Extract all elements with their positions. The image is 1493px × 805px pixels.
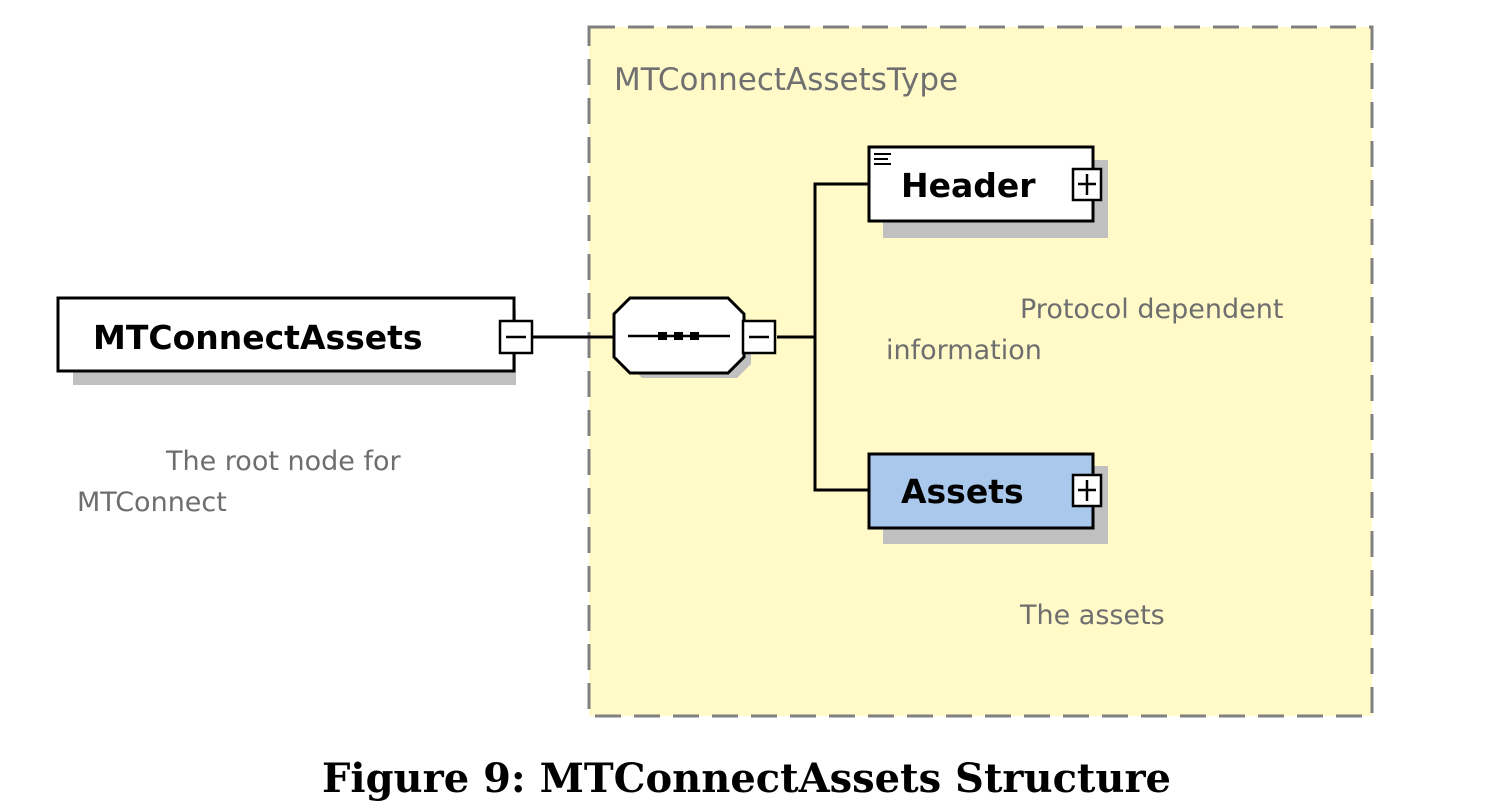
header-documentation: Protocol dependent information — [886, 294, 1283, 366]
header-element[interactable]: Header — [867, 145, 1108, 238]
root-doc-line: MTConnect — [77, 487, 227, 518]
sequence-compositor[interactable] — [612, 296, 751, 378]
assets-documentation: The assets — [1019, 600, 1165, 631]
connectors — [533, 182, 869, 492]
assets-element-label: Assets — [901, 472, 1024, 511]
header-doc-line: Protocol dependent — [1020, 294, 1283, 325]
figure-caption: Figure 9: MTConnectAssets Structure — [321, 755, 1172, 802]
type-container-label: MTConnectAssetsType — [614, 62, 958, 98]
header-expand-toggle[interactable] — [1071, 167, 1103, 202]
schema-diagram: MTConnectAssetsType MTConnectAssets — [56, 25, 1374, 718]
assets-expand-toggle[interactable] — [1071, 473, 1103, 508]
sequence-dot — [690, 332, 699, 340]
sequence-dot — [674, 332, 683, 340]
documentation-icon — [874, 153, 891, 165]
assets-doc-line: The assets — [1019, 600, 1165, 631]
header-doc-line: information — [886, 335, 1042, 366]
root-collapse-toggle[interactable] — [498, 319, 534, 355]
root-doc-line: The root node for — [165, 446, 402, 477]
root-documentation: The root node for MTConnect — [77, 446, 402, 518]
root-element[interactable]: MTConnectAssets — [56, 296, 516, 385]
assets-element[interactable]: Assets — [867, 452, 1108, 544]
header-element-label: Header — [901, 166, 1036, 205]
sequence-dot — [658, 332, 667, 340]
root-element-label: MTConnectAssets — [93, 318, 423, 357]
sequence-collapse-toggle[interactable] — [741, 319, 777, 355]
